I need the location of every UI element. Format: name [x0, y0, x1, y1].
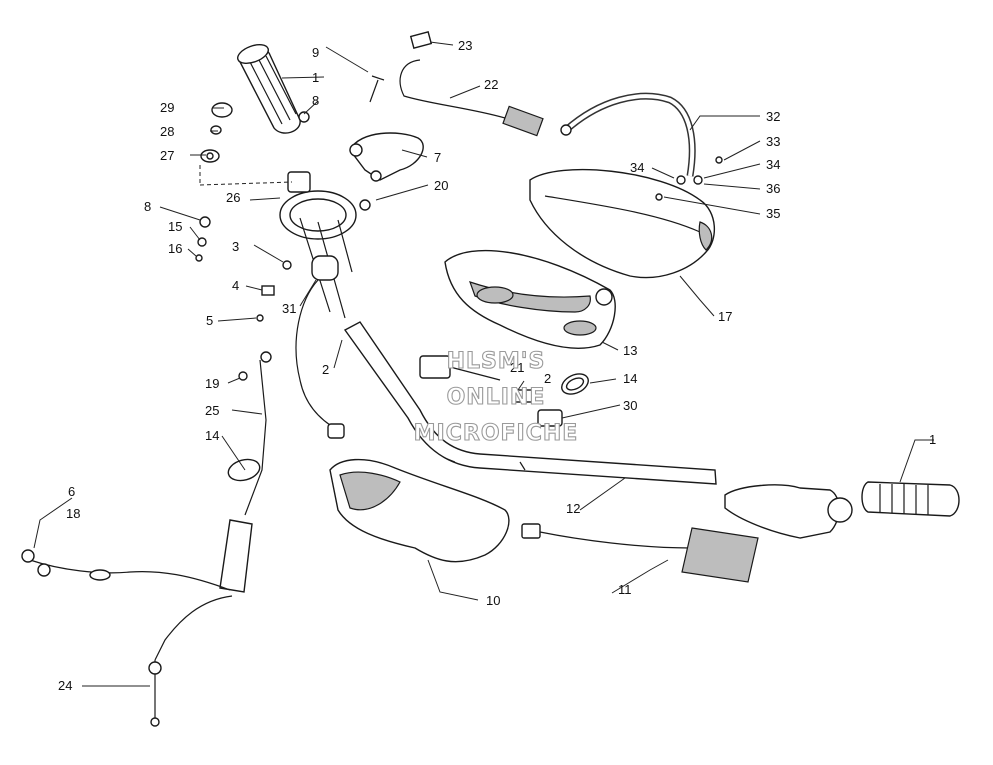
- gas-tank-shield-10: [329, 458, 510, 563]
- watermark-line-2: ONLINE: [447, 385, 546, 410]
- callout-8-top: 8: [312, 93, 319, 108]
- callout-11: 11: [618, 582, 632, 597]
- callout-12: 12: [566, 501, 580, 516]
- handlebar-12: [343, 321, 717, 485]
- callout-2-right: 2: [544, 371, 551, 386]
- brake-bracket-7: [349, 132, 424, 182]
- bracket-13: [444, 249, 616, 349]
- callout-4: 4: [232, 278, 239, 293]
- callout-25: 25: [205, 403, 219, 418]
- callout-21: 21: [510, 360, 524, 375]
- watermark-line-1: HLSM'S: [447, 349, 546, 374]
- callout-34-right: 34: [766, 157, 780, 172]
- callout-26: 26: [226, 190, 240, 205]
- callout-18: 18: [66, 506, 80, 521]
- callout-13: 13: [623, 343, 637, 358]
- callout-24: 24: [58, 678, 72, 693]
- throttle-assembly: [724, 484, 853, 539]
- callout-29: 29: [160, 100, 174, 115]
- heater-element-11: [521, 523, 759, 583]
- hardware-8-15-16: [195, 75, 385, 322]
- small-parts-33-36: [655, 156, 723, 201]
- callout-27: 27: [160, 148, 174, 163]
- callout-2-left: 2: [322, 362, 329, 377]
- callout-10: 10: [486, 593, 500, 608]
- steering-post-26: [199, 165, 357, 319]
- callout-23: 23: [458, 38, 472, 53]
- watermark-line-3: MICROFICHE: [414, 421, 579, 446]
- ring-14-right: [561, 373, 589, 395]
- callout-14-right: 14: [623, 371, 637, 386]
- grip-right: [861, 481, 960, 517]
- callout-32: 32: [766, 109, 780, 124]
- grip-left: [237, 44, 301, 134]
- callout-3: 3: [232, 239, 239, 254]
- callout-6: 6: [68, 484, 75, 499]
- callout-31: 31: [282, 301, 296, 316]
- callout-33: 33: [766, 134, 780, 149]
- switch-21: [419, 355, 534, 403]
- handlebar-pad-17: [529, 168, 716, 279]
- callout-30: 30: [623, 398, 637, 413]
- throttle-cable-24: [21, 351, 272, 727]
- callout-1-right: 1: [929, 432, 936, 447]
- callout-8-left: 8: [144, 199, 151, 214]
- switch-31: [295, 255, 345, 439]
- callout-22: 22: [484, 77, 498, 92]
- switch-23-22: [399, 31, 544, 137]
- callout-15: 15: [168, 219, 182, 234]
- watermark: HLSM'S ONLINE MICROFICHE: [413, 348, 579, 446]
- callout-35: 35: [766, 206, 780, 221]
- callout-19: 19: [205, 376, 219, 391]
- callout-7: 7: [434, 150, 441, 165]
- leader-lines: [33, 41, 934, 687]
- callout-36: 36: [766, 181, 780, 196]
- callout-17: 17: [718, 309, 732, 324]
- callout-labels: 1 1 2 2 3 4 5 6 7 8 8 9 10 11 12 13 14 1…: [58, 38, 936, 693]
- callout-34-left: 34: [630, 160, 644, 175]
- callout-14-left: 14: [205, 428, 219, 443]
- hardware-27-29: [200, 102, 233, 163]
- callout-28: 28: [160, 124, 174, 139]
- callout-20: 20: [434, 178, 448, 193]
- callout-9: 9: [312, 45, 319, 60]
- callout-1-left: 1: [312, 70, 319, 85]
- wire-32: [560, 92, 696, 177]
- callout-16: 16: [168, 241, 182, 256]
- callout-5: 5: [206, 313, 213, 328]
